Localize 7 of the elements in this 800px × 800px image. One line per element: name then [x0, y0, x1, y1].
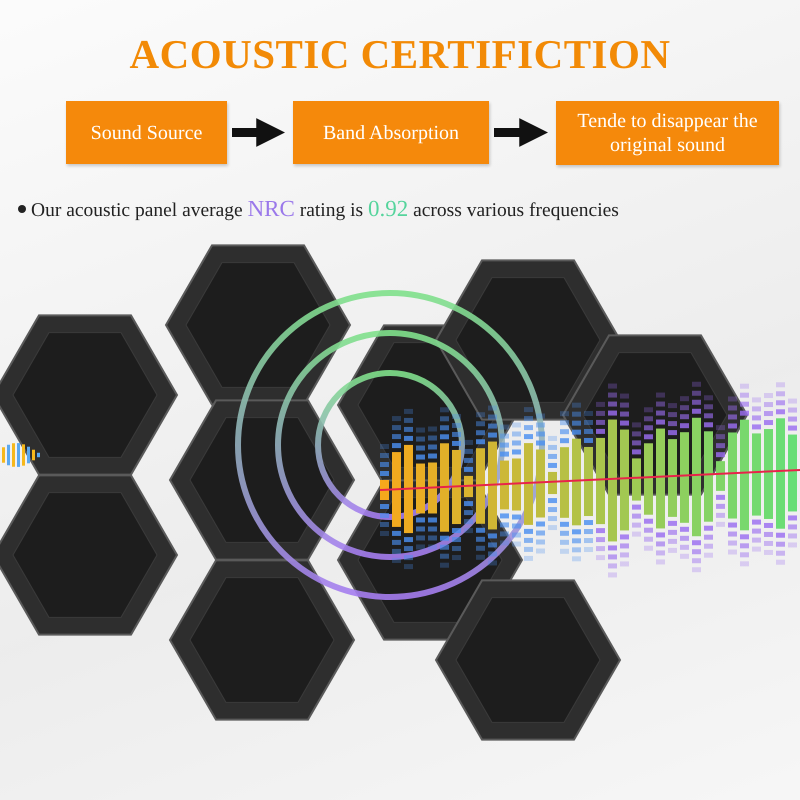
arrow	[232, 118, 286, 147]
process-box: Sound Source	[66, 101, 227, 164]
rating-note: Our acoustic panel average NRC rating is 0.92 across various frequencies	[31, 196, 620, 222]
process-box: Band Absorption	[293, 101, 489, 164]
title: ACOUSTIC CERTIFICTION	[128, 30, 672, 78]
arrow	[494, 118, 548, 147]
process-box: Tende to disappear the original sound	[556, 101, 779, 165]
